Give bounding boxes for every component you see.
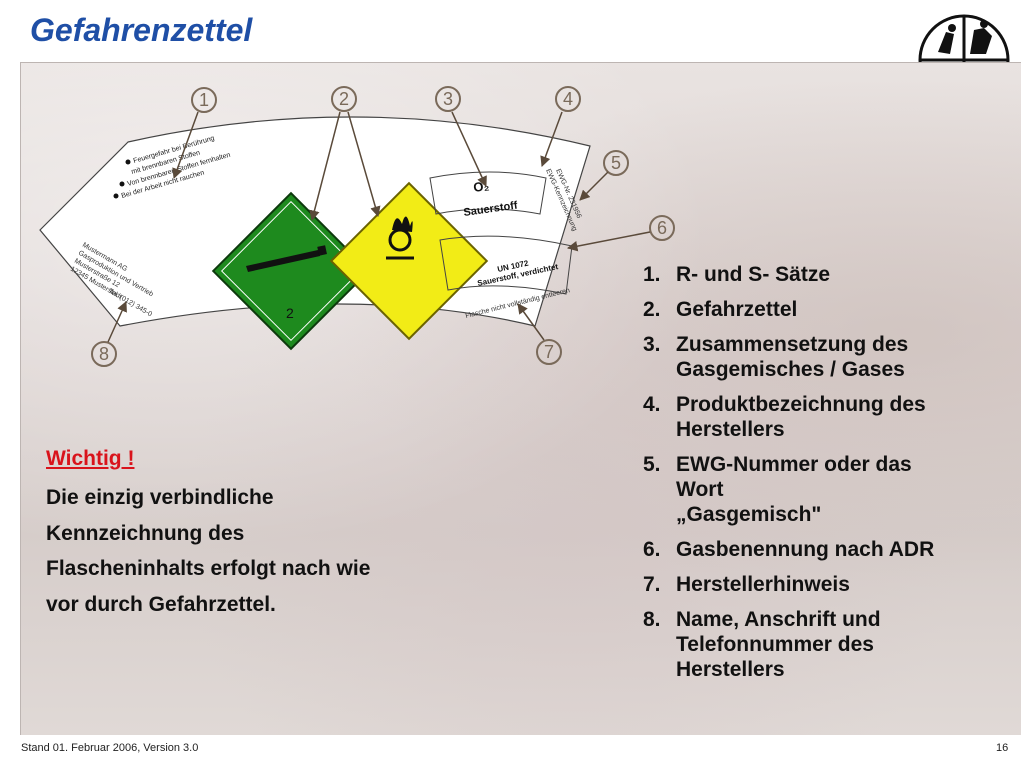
callout-1 [191,87,217,113]
callout-arrows [107,111,651,343]
yellow-oxidizer-diamond [329,181,489,341]
callout-7 [536,339,562,365]
note-body: Die einzig verbindliche Kennzeichnung de… [46,486,371,616]
callout-6 [649,215,675,241]
legend-item: 2.Gefahrzettel [643,298,798,321]
legend-item: 4.Produktbezeichnung des Herstellers [643,393,926,441]
adr-box [439,235,573,295]
callout-2-label: 2 [339,89,349,109]
important-note: Wichtig ! Die einzig verbindliche Kennze… [46,446,476,622]
callout-4-label: 4 [563,89,573,109]
callout-1-label: 1 [199,90,209,110]
gas-formula: O₂ [472,178,490,195]
legend-item: 7.Herstellerhinweis [643,573,850,596]
page-title: Gefahrenzettel [30,12,253,48]
legend-item: 1.R- und S- Sätze [643,263,831,286]
note-heading: Wichtig ! [46,447,135,470]
callout-2 [331,86,357,112]
gas-cylinder-icon [246,250,320,272]
callout-4 [555,86,581,112]
callout-5 [603,150,629,176]
callout-3-label: 3 [443,89,453,109]
callout-6-label: 6 [657,218,667,238]
callout-5-label: 5 [611,153,621,173]
callout-7-label: 7 [544,342,554,362]
class-number: 2 [286,305,294,321]
legend-item: 5.EWG-Nummer oder das Wort „Gasgemisch" [643,453,912,526]
callout-8 [91,341,117,367]
green-gas-diamond [211,191,371,351]
legend-item: 8.Name, Anschrift und Telefonnummer des … [643,608,881,681]
legend-item: 3.Zusammensetzung des Gasgemisches / Gas… [643,333,909,381]
callout-8-label: 8 [99,344,109,364]
callouts [91,86,675,367]
legend-list: 1.R- und S- Sätze 2.Gefahrzettel 3.Zusam… [643,262,1013,692]
page-number: 16 [996,742,1009,754]
composition-box [429,171,547,215]
legend-item: 6.Gasbenennung nach ADR [643,538,935,561]
callout-3 [435,86,461,112]
footer-version: Stand 01. Februar 2006, Version 3.0 [21,742,199,754]
